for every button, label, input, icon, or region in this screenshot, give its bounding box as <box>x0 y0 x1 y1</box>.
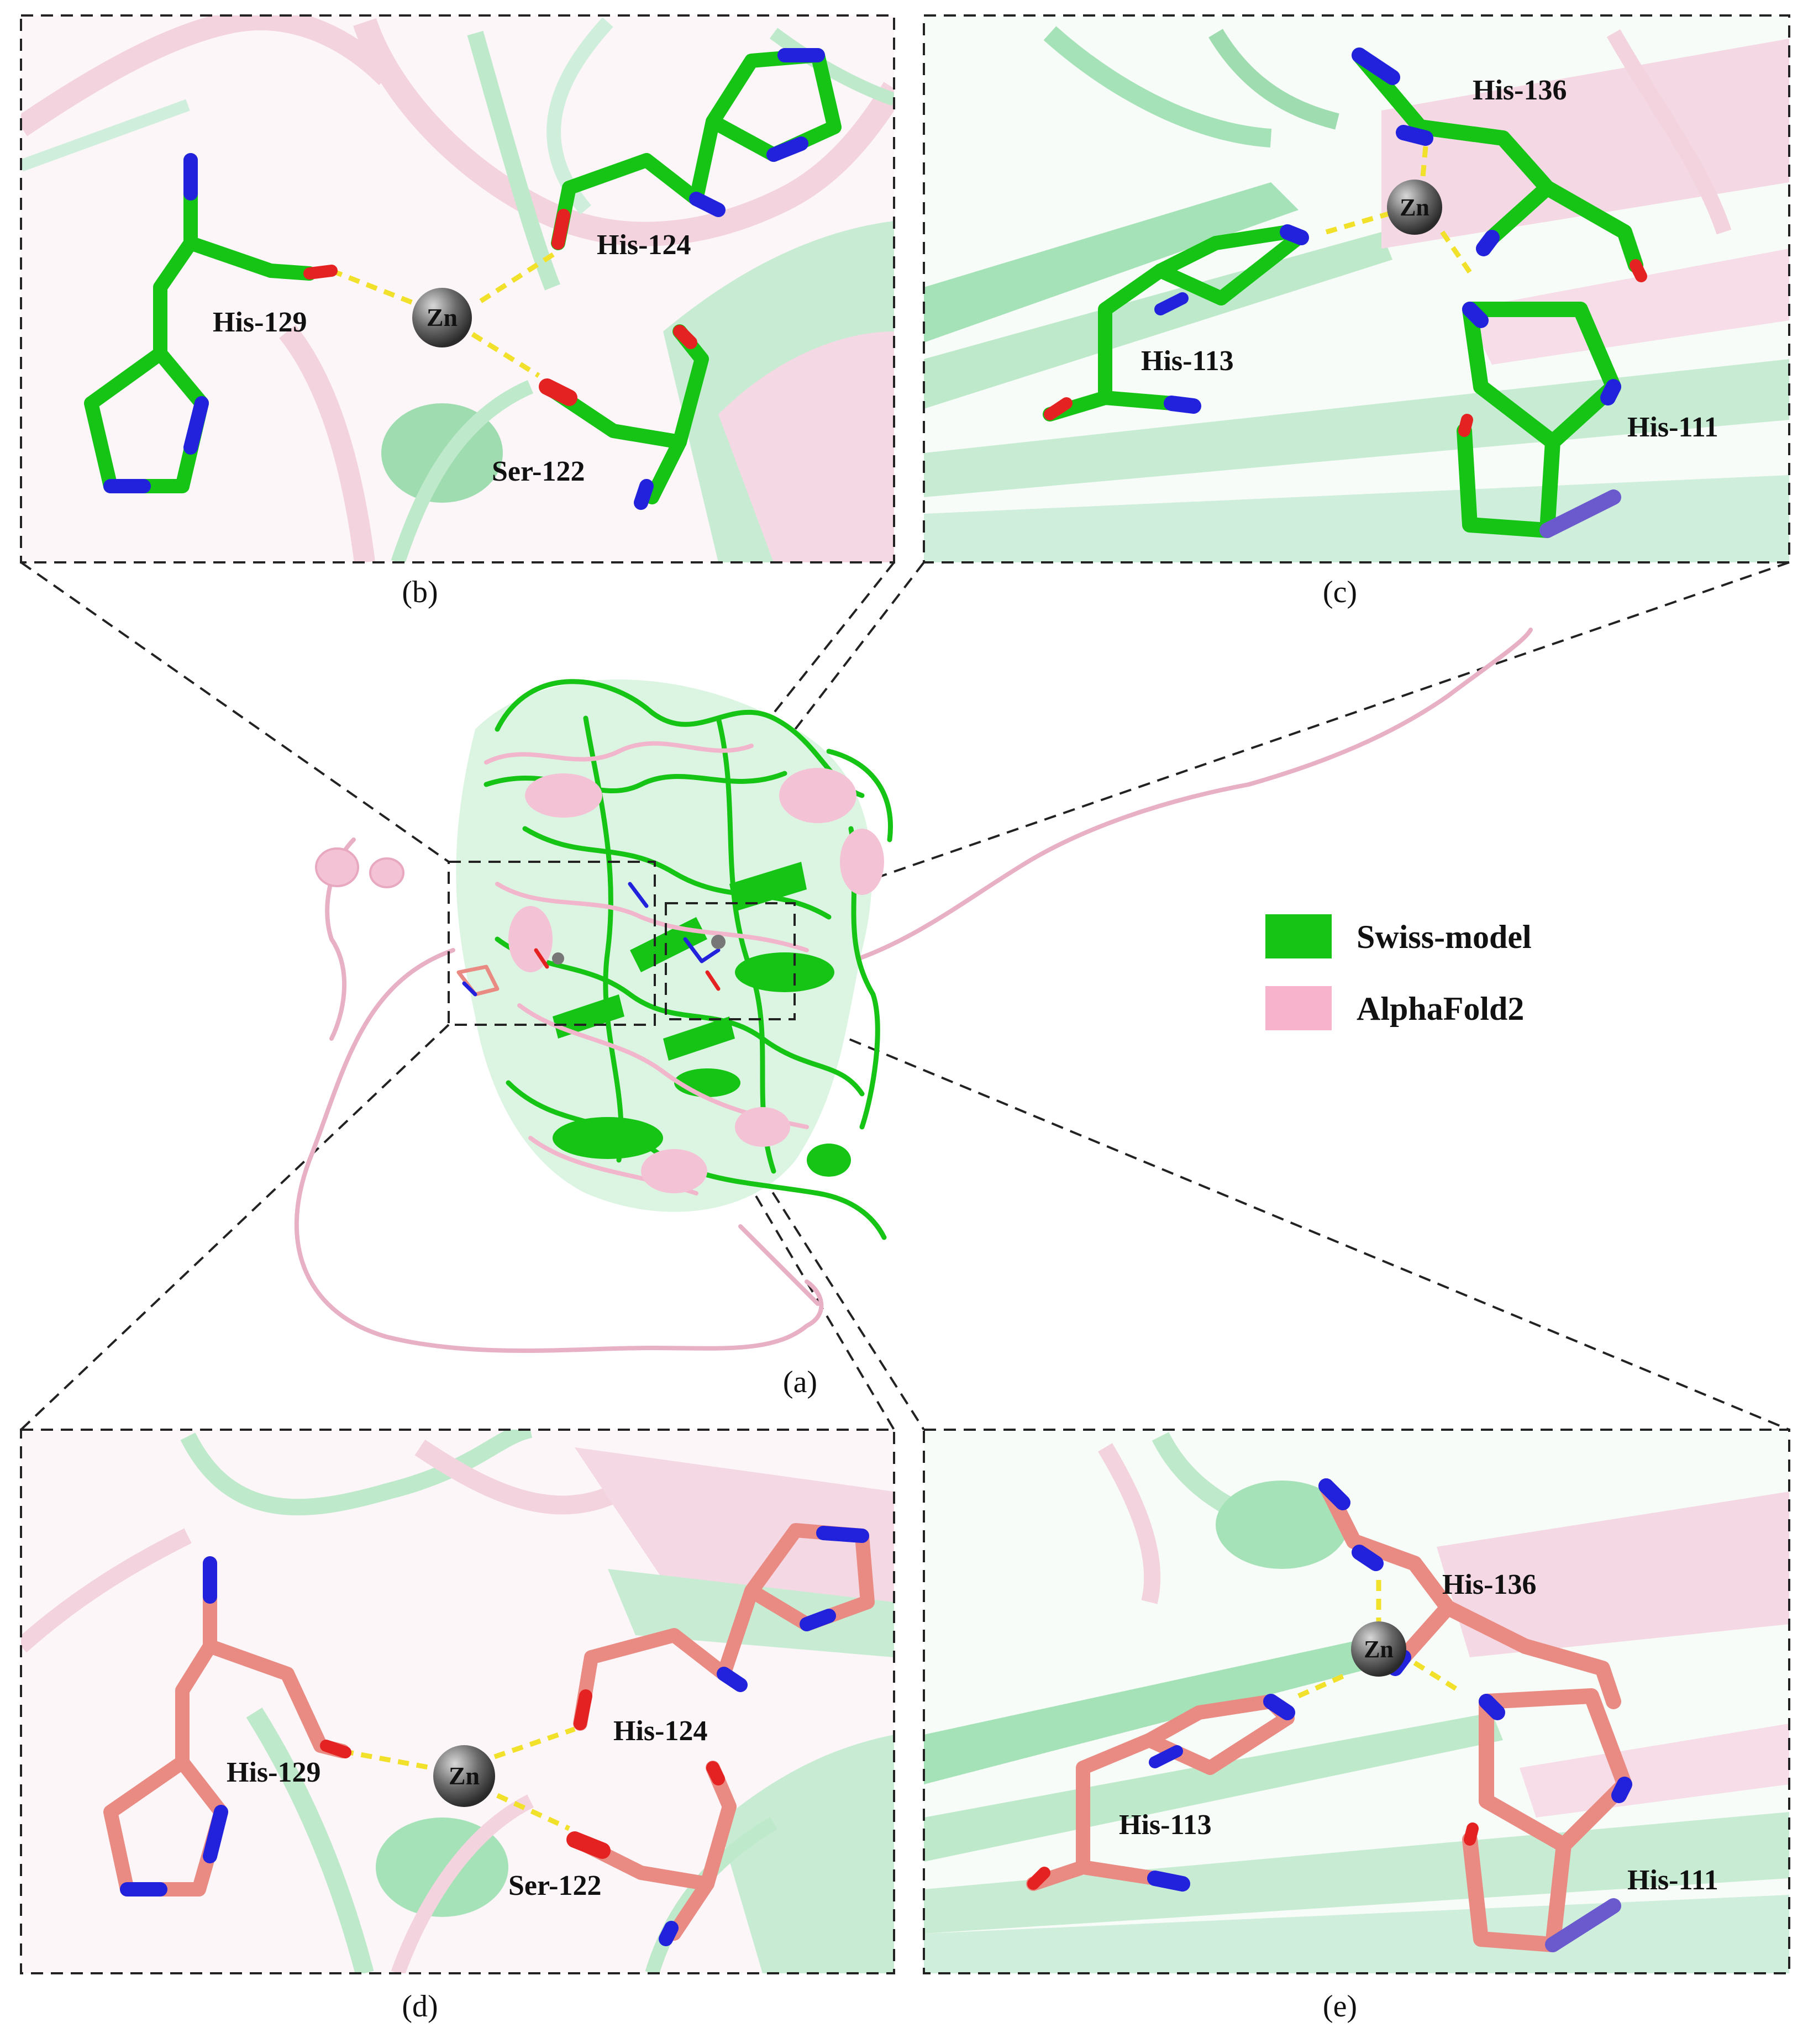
panel-d-his124-stick <box>573 1523 875 1731</box>
panel-d-label-his124: His-124 <box>613 1715 707 1747</box>
panel-b-label-his129: His-129 <box>213 307 307 338</box>
panel-c-his113-stick <box>1043 224 1309 422</box>
panel-e: Zn His-136 His-113 His-111 (e) <box>923 1429 1790 2024</box>
panel-e-his136-stick <box>1318 1478 1621 1709</box>
panel-a-caption: (a) <box>783 1365 817 1399</box>
panel-e-his111-stick <box>1462 1688 1632 1952</box>
legend: Swiss-model AlphaFold2 <box>1265 914 1532 1030</box>
panel-e-frame <box>923 1429 1790 1974</box>
panel-b-ser122-stick <box>539 324 709 510</box>
panel-c-his136-stick <box>1352 48 1647 282</box>
panel-e-his113-stick <box>1026 1694 1295 1892</box>
panel-e-label-his111: His-111 <box>1627 1864 1718 1896</box>
panel-c-label-his111: His-111 <box>1627 412 1718 443</box>
panel-d: Zn His-124 His-129 Ser-122 (d) <box>20 1429 895 2024</box>
panel-d-ser122-stick <box>566 1761 737 1946</box>
panel-d-his129-stick <box>103 1556 351 1897</box>
legend-label-alpha: AlphaFold2 <box>1357 991 1524 1027</box>
panel-b-frame <box>20 14 895 563</box>
panel-b-zinc-ion <box>412 288 472 347</box>
panel-e-label-his113: His-113 <box>1119 1809 1212 1841</box>
panel-b-caption: (b) <box>402 575 438 609</box>
legend-swatch-swiss <box>1265 914 1332 958</box>
panel-b-ribbons <box>21 15 894 562</box>
panel-d-caption: (d) <box>402 1989 438 2024</box>
panel-c: Zn His-136 His-113 His-111 (c) <box>923 14 1790 609</box>
panel-d-frame <box>20 1429 895 1974</box>
panel-e-zn-label: Zn <box>1364 1636 1394 1663</box>
panel-b-label-his124: His-124 <box>597 229 691 261</box>
panel-c-label-his113: His-113 <box>1141 345 1234 377</box>
panel-b: Zn His-124 His-129 Ser-122 (b) <box>20 14 895 609</box>
panel-d-label-his129: His-129 <box>227 1757 320 1788</box>
panel-e-zinc-ion <box>1351 1621 1406 1677</box>
panel-c-caption: (c) <box>1323 575 1357 609</box>
panel-c-zinc-ion <box>1387 180 1442 235</box>
panel-d-zn-label: Zn <box>449 1762 480 1790</box>
panel-e-caption: (e) <box>1323 1989 1357 2024</box>
panel-a: (a) <box>294 628 1533 1399</box>
panel-b-his124-stick <box>551 48 842 250</box>
panel-a-zoom-box-left <box>448 861 656 1026</box>
panel-b-hbonds <box>330 249 560 378</box>
panel-c-label-his136: His-136 <box>1473 75 1567 106</box>
panel-a-zoom-box-right <box>665 902 796 1020</box>
panel-b-zn-label: Zn <box>427 303 458 331</box>
panel-b-his129-stick <box>84 153 338 493</box>
panel-c-zn-label: Zn <box>1400 194 1429 221</box>
panel-c-hbonds <box>1325 146 1475 278</box>
panel-c-frame <box>923 14 1790 563</box>
legend-label-swiss: Swiss-model <box>1357 919 1532 955</box>
protein-overlay-cartoon <box>294 628 1533 1353</box>
legend-swatch-alpha <box>1265 986 1332 1030</box>
panel-b-label-ser122: Ser-122 <box>492 456 585 487</box>
panel-c-his111-stick <box>1457 302 1621 538</box>
panel-e-label-his136: His-136 <box>1442 1569 1536 1600</box>
panel-d-hbonds <box>342 1726 576 1831</box>
panel-e-hbonds <box>1297 1580 1460 1699</box>
panel-d-label-ser122: Ser-122 <box>508 1870 601 1901</box>
panel-d-zinc-ion <box>433 1745 495 1807</box>
panel-c-ribbons <box>924 26 1789 562</box>
